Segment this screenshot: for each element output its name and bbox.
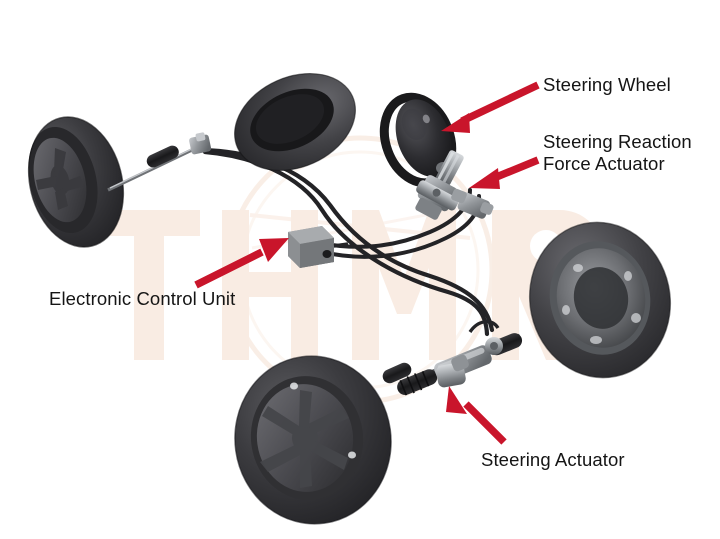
label-line-1: Steering Reaction: [543, 131, 692, 152]
steering-reaction-force-actuator: [415, 150, 494, 220]
tie-rod-right: [382, 362, 412, 384]
tie-rod-left: [107, 132, 212, 192]
label-steering-wheel: Steering Wheel: [543, 74, 671, 95]
electronic-control-unit: [288, 226, 349, 268]
front-left-wheel: [27, 116, 125, 248]
label-steering-actuator: Steering Actuator: [481, 449, 625, 470]
rear-left-wheel: [234, 72, 356, 172]
arrow-steering-reaction-force-actuator: [469, 156, 540, 189]
front-right-wheel: [234, 355, 392, 525]
arrow-steering-actuator: [446, 386, 507, 445]
arrow-steering-wheel: [441, 81, 540, 133]
arrow-electronic-control-unit: [194, 238, 289, 289]
steering-actuator: [397, 320, 523, 396]
rear-right-wheel: [528, 221, 672, 379]
label-line-2: Force Actuator: [543, 152, 665, 174]
label-electronic-control-unit: Electronic Control Unit: [49, 288, 236, 309]
